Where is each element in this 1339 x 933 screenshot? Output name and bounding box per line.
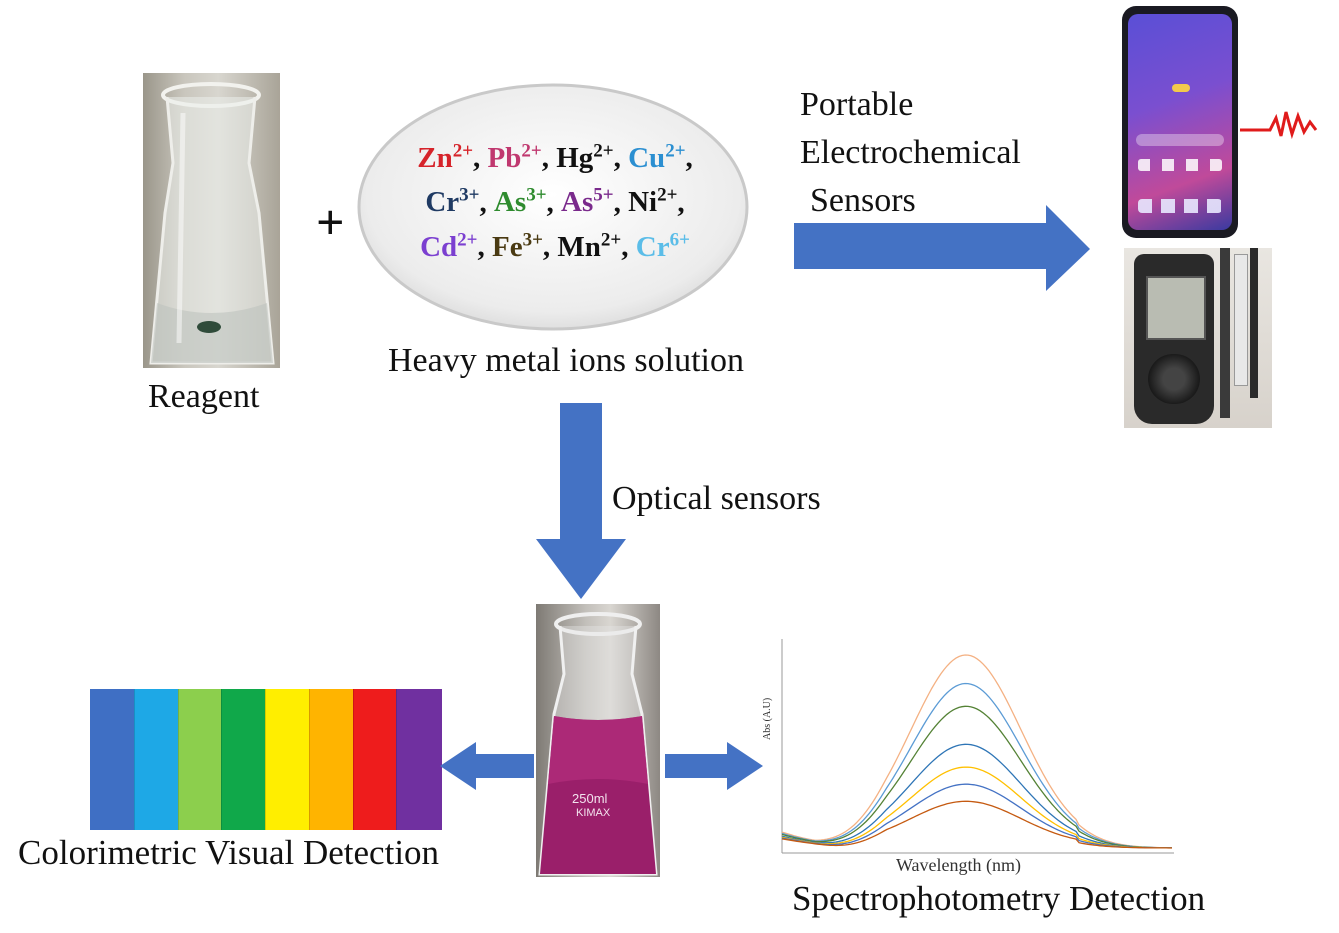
signal-trace: [1240, 111, 1318, 140]
smartphone-photo: [1122, 6, 1238, 238]
ion-line: Cr3+, As3+, As5+, Ni2+,: [372, 177, 738, 222]
flask-brand-label: KIMAX: [576, 807, 611, 819]
ion-cu-2plus: Cu2+: [628, 140, 686, 174]
weather-widget: [1172, 84, 1190, 92]
ion-separator: ,: [621, 230, 636, 263]
electrochemical-meter-photo: [1124, 248, 1272, 428]
color-strip: [308, 689, 354, 830]
ion-zn-2plus: Zn2+: [417, 140, 474, 174]
app-icon-row-2: [1138, 199, 1222, 213]
color-strip: [177, 689, 223, 830]
colorimetric-label: Colorimetric Visual Detection: [18, 833, 440, 872]
probe-2: [1234, 254, 1248, 386]
color-strip: [396, 689, 442, 830]
ion-cr-6plus: Cr6+: [635, 229, 690, 263]
color-strip: [352, 689, 398, 830]
spectrum-series-line: [781, 743, 1172, 849]
portable-label-line1: Portable: [800, 86, 914, 123]
product-flask-drawing: [538, 612, 658, 876]
reagent-flask-drawing: [149, 82, 275, 365]
ion-separator: ,: [542, 230, 558, 263]
ion-separator: ,: [541, 141, 557, 174]
ions-caption: Heavy metal ions solution: [388, 342, 745, 379]
ion-hg-2plus: Hg2+: [556, 140, 614, 174]
spectrum-series-line: [781, 654, 1172, 849]
search-bar: [1136, 134, 1224, 146]
plus-sign: +: [316, 194, 345, 250]
arrow-right-to-sensors: [794, 205, 1090, 291]
meter-body: [1134, 254, 1214, 424]
smartphone-screen: [1128, 14, 1232, 230]
spectrum-y-label: Abs (A.U): [762, 697, 773, 740]
spectrum-series-line: [781, 800, 1172, 849]
ion-pb-2plus: Pb2+: [487, 140, 542, 174]
ion-mn-2plus: Mn2+: [557, 229, 622, 263]
color-strip-panel: [90, 689, 442, 830]
ion-separator: ,: [546, 186, 562, 219]
ions-ellipse: [357, 83, 749, 331]
color-strip: [90, 689, 135, 830]
product-flask-photo: 250ml KIMAX: [536, 604, 660, 877]
ions-text-block: Zn2+, Pb2+, Hg2+, Cu2+,Cr3+, As3+, As5+,…: [372, 132, 738, 266]
color-strip: [133, 689, 179, 830]
spectrum-x-label: Wavelength (nm): [896, 855, 1022, 875]
meter-display: [1146, 276, 1206, 340]
ion-separator: ,: [685, 141, 693, 174]
ion-as-5plus: As5+: [561, 184, 614, 219]
ion-cd-2plus: Cd2+: [420, 229, 478, 263]
ion-ni-2plus: Ni2+: [628, 184, 678, 219]
color-strip: [265, 689, 311, 830]
ion-separator: ,: [613, 186, 629, 219]
spectrum-series-line: [781, 766, 1172, 849]
flask-volume-label: 250ml: [572, 791, 608, 806]
portable-label-line3: Sensors: [810, 182, 916, 219]
ion-separator: ,: [479, 186, 494, 219]
ion-line: Cd2+, Fe3+, Mn2+, Cr6+: [372, 221, 738, 266]
spectrum-chart: [781, 639, 1174, 854]
portable-label-line2: Electrochemical: [800, 134, 1021, 171]
spectrum-series-line: [781, 783, 1172, 849]
ion-line: Zn2+, Pb2+, Hg2+, Cu2+,: [372, 132, 738, 177]
probe-3: [1250, 248, 1258, 398]
spectrum-series-group: [781, 654, 1173, 849]
ion-lines: Zn2+, Pb2+, Hg2+, Cu2+,Cr3+, As3+, As5+,…: [372, 132, 738, 266]
probe-1: [1220, 248, 1230, 418]
ion-separator: ,: [477, 230, 492, 263]
arrow-left-to-colorimetric: [440, 742, 534, 790]
reagent-label: Reagent: [148, 378, 260, 415]
app-icon-row-1: [1138, 159, 1222, 171]
ion-as-3plus: As3+: [493, 184, 547, 219]
spectrum-series-line: [781, 705, 1173, 849]
ion-separator: ,: [677, 186, 685, 219]
meter-keypad: [1148, 354, 1200, 404]
ion-separator: ,: [473, 141, 488, 174]
ion-cr-3plus: Cr3+: [425, 184, 480, 219]
spectrophotometry-label: Spectrophotometry Detection: [792, 879, 1206, 918]
arrow-right-to-spectrum: [665, 742, 763, 790]
spectrum-series-line: [781, 682, 1173, 849]
arrow-down-optical: [536, 403, 626, 599]
reagent-flask-photo: [143, 73, 280, 368]
ion-fe-3plus: Fe3+: [492, 229, 543, 263]
ion-separator: ,: [613, 141, 629, 174]
optical-label: Optical sensors: [612, 480, 821, 517]
color-strip: [221, 689, 267, 830]
